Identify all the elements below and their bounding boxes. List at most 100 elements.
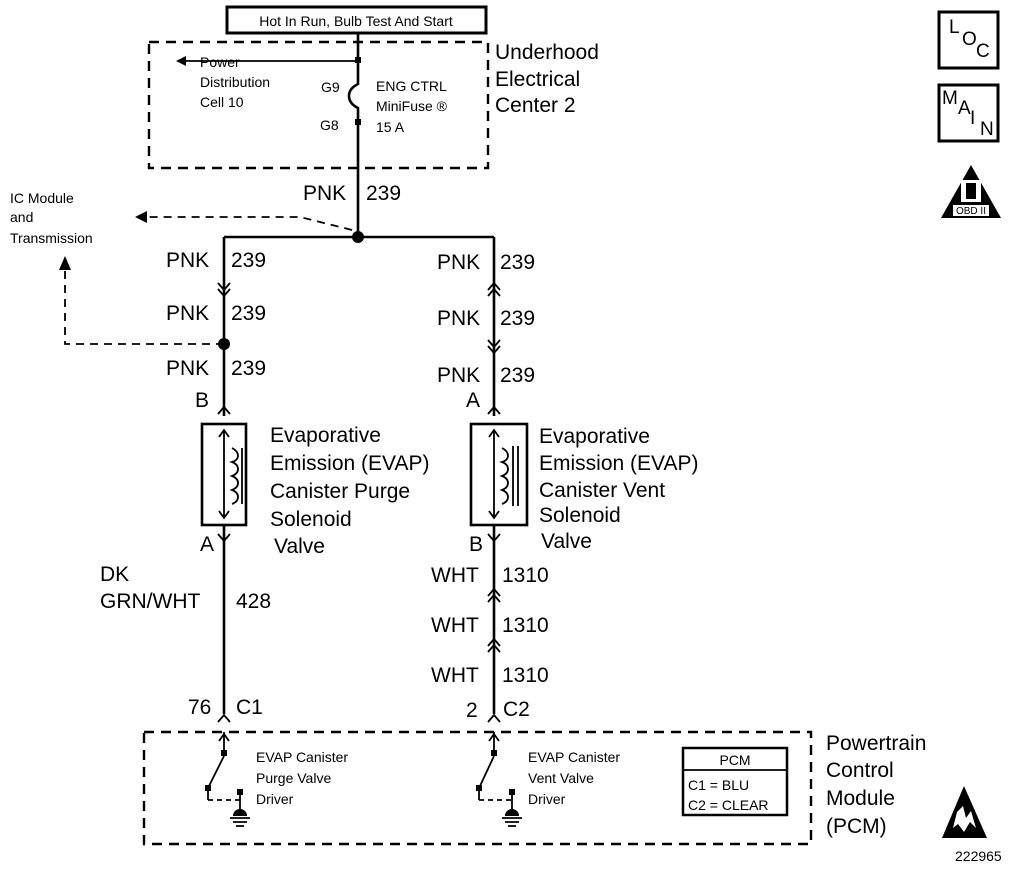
vent-driver-label: EVAP Canister Vent Valve Driver: [528, 749, 620, 807]
minifuse-icon: [347, 63, 360, 122]
right-wire-1-circuit: 239: [500, 251, 535, 274]
left-wire-1-circuit: 239: [231, 249, 266, 272]
svg-text:Cell 10: Cell 10: [200, 94, 244, 110]
svg-text:and: and: [10, 209, 33, 225]
right-wire-1-color: PNK: [437, 251, 480, 274]
right-wire-3-color: PNK: [437, 364, 480, 387]
vent-driver-switch: [476, 732, 515, 814]
vent-wire-3-color: WHT: [431, 664, 479, 687]
svg-text:Center 2: Center 2: [495, 94, 576, 117]
purge-wire-color-2: GRN/WHT: [100, 590, 200, 613]
svg-text:Emission (EVAP): Emission (EVAP): [539, 452, 698, 475]
fuse-pin-g8: [355, 119, 361, 125]
svg-text:L: L: [949, 17, 960, 38]
fuse-pin-in-label: G9: [321, 79, 340, 95]
main-wire-color: PNK: [303, 182, 346, 205]
ic-module-label: IC Module and Transmission: [10, 190, 93, 246]
svg-text:Electrical: Electrical: [495, 68, 580, 91]
purge-pcm-connector-icon: [217, 713, 231, 723]
svg-text:Valve: Valve: [541, 530, 592, 553]
svg-text:Driver: Driver: [528, 791, 566, 807]
main-icon: M A I N: [937, 83, 1000, 143]
purge-driver-switch: [205, 732, 243, 814]
svg-text:EVAP Canister: EVAP Canister: [528, 749, 620, 765]
pcm-box: [142, 730, 813, 846]
vent-pcm-connector-icon: [487, 713, 501, 723]
transmission-branch-line: [64, 268, 224, 345]
left-wire-2-color: PNK: [166, 302, 209, 325]
svg-text:Purge Valve: Purge Valve: [256, 770, 331, 786]
pcm-legend-row-c1: C1 = BLU: [688, 777, 749, 793]
svg-text:A: A: [958, 98, 971, 119]
right-inline-connector-2: [487, 339, 501, 355]
vent-pin-top: A: [466, 389, 480, 412]
left-wire-2-circuit: 239: [231, 302, 266, 325]
vent-driver-ground-icon: [502, 809, 522, 827]
pcm-legend-row-c2: C2 = CLEAR: [688, 797, 769, 813]
pcm-title: Powertrain Control Module (PCM): [826, 732, 926, 838]
svg-text:Evaporative: Evaporative: [539, 425, 650, 448]
purge-connector-top: [217, 405, 231, 415]
vent-solenoid-body: [469, 422, 529, 527]
purge-wire-color-1: DK: [100, 563, 129, 586]
vent-core-lines: [512, 446, 519, 506]
svg-text:M: M: [942, 88, 958, 109]
right-inline-connector-1: [487, 281, 501, 297]
esd-warning-icon: [942, 786, 987, 838]
pcm-connector-legend: PCM C1 = BLU C2 = CLEAR: [681, 746, 789, 817]
vent-solenoid-label: Evaporative Emission (EVAP) Canister Ven…: [539, 425, 698, 553]
right-wire-3-circuit: 239: [500, 364, 535, 387]
pcm-legend-title: PCM: [719, 752, 750, 768]
svg-text:O: O: [962, 29, 977, 50]
ic-module-branch-line: [145, 216, 353, 231]
svg-text:Power: Power: [200, 54, 240, 70]
vent-pin-bottom: B: [469, 533, 483, 556]
power-distribution-cell-label: Power Distribution Cell 10: [200, 54, 270, 110]
purge-pcm-connector: C1: [236, 696, 263, 719]
purge-solenoid-arrow: [218, 428, 230, 520]
svg-text:(PCM): (PCM): [826, 815, 887, 838]
power-source-box: [225, 5, 488, 35]
left-wire-3-circuit: 239: [231, 357, 266, 380]
fuse-pin-out-label: G8: [320, 117, 339, 133]
power-source-label: Hot In Run, Bulb Test And Start: [259, 13, 453, 29]
vent-wire-2-circuit: 1310: [502, 614, 549, 637]
purge-driver-label: EVAP Canister Purge Valve Driver: [256, 749, 348, 807]
vent-pcm-connector: C2: [503, 698, 530, 721]
power-cell-arrow-icon: [176, 56, 186, 66]
ic-module-arrow-icon: [135, 211, 147, 223]
svg-text:EVAP Canister: EVAP Canister: [256, 749, 348, 765]
svg-text:OBD II: OBD II: [956, 206, 986, 217]
vent-wire-2-color: WHT: [431, 614, 479, 637]
purge-wire-circuit: 428: [236, 590, 271, 613]
svg-text:Solenoid: Solenoid: [539, 504, 621, 527]
vent-wire-1-color: WHT: [431, 564, 479, 587]
vent-connector-top: [487, 405, 501, 415]
vent-wire-1-circuit: 1310: [502, 564, 549, 587]
purge-pin-top: B: [195, 389, 209, 412]
svg-text:C: C: [976, 41, 990, 62]
svg-text:Transmission: Transmission: [10, 230, 93, 246]
svg-text:Control: Control: [826, 759, 894, 782]
left-inline-connector: [217, 282, 231, 298]
left-wire-3-color: PNK: [166, 357, 209, 380]
transmission-arrow-icon: [59, 256, 71, 270]
svg-text:Vent Valve: Vent Valve: [528, 770, 594, 786]
svg-text:ENG CTRL: ENG CTRL: [376, 78, 447, 94]
purge-solenoid-label: Evaporative Emission (EVAP) Canister Pur…: [270, 424, 429, 558]
svg-text:Driver: Driver: [256, 791, 294, 807]
vent-inline-connector-1: [487, 587, 501, 603]
svg-text:15 A: 15 A: [376, 119, 405, 135]
purge-pin-bottom: A: [200, 533, 214, 556]
svg-text:Powertrain: Powertrain: [826, 732, 926, 755]
svg-text:Canister Vent: Canister Vent: [539, 479, 665, 502]
fuse-label: ENG CTRL MiniFuse ® 15 A: [376, 78, 448, 135]
underhood-center-title: Underhood Electrical Center 2: [495, 41, 599, 117]
svg-text:Module: Module: [826, 787, 895, 810]
svg-text:Solenoid: Solenoid: [270, 508, 352, 531]
vent-pcm-pin: 2: [466, 699, 478, 722]
svg-text:N: N: [980, 119, 994, 140]
right-wire-2-circuit: 239: [500, 307, 535, 330]
svg-text:Underhood: Underhood: [495, 41, 599, 64]
